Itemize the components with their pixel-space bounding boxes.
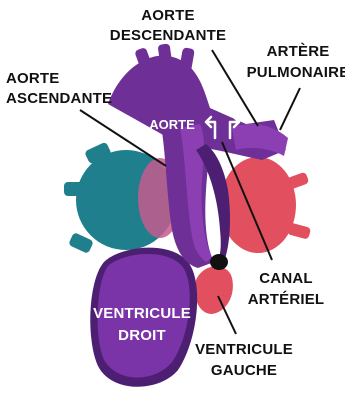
left-ventricle: [195, 266, 233, 314]
left-atrium: [220, 148, 311, 253]
pointer-pulmonary-artery: [280, 88, 300, 130]
label-aorta-center: AORTE: [149, 117, 195, 132]
label-right-ventricle-line1: VENTRICULE: [93, 305, 191, 322]
right-atrium: [64, 142, 182, 254]
label-ductus-arteriosus-line1: CANAL: [259, 270, 313, 287]
label-pulmonary-artery-line1: ARTÈRE: [267, 43, 330, 60]
label-left-ventricle-line2: GAUCHE: [211, 362, 277, 379]
label-descending-aorta-line2: DESCENDANTE: [110, 27, 226, 44]
label-ascending-aorta-line1: AORTE: [6, 70, 60, 87]
label-descending-aorta-line1: AORTE: [141, 7, 195, 24]
ductus-arteriosus: [210, 254, 228, 270]
label-right-ventricle-line2: DROIT: [118, 327, 166, 344]
label-left-ventricle-line1: VENTRICULE: [195, 341, 293, 358]
label-ascending-aorta-line2: ASCENDANTE: [6, 90, 112, 107]
label-pulmonary-artery-line2: PULMONAIRE: [247, 64, 345, 81]
label-ductus-arteriosus-line2: ARTÉRIEL: [248, 291, 325, 308]
